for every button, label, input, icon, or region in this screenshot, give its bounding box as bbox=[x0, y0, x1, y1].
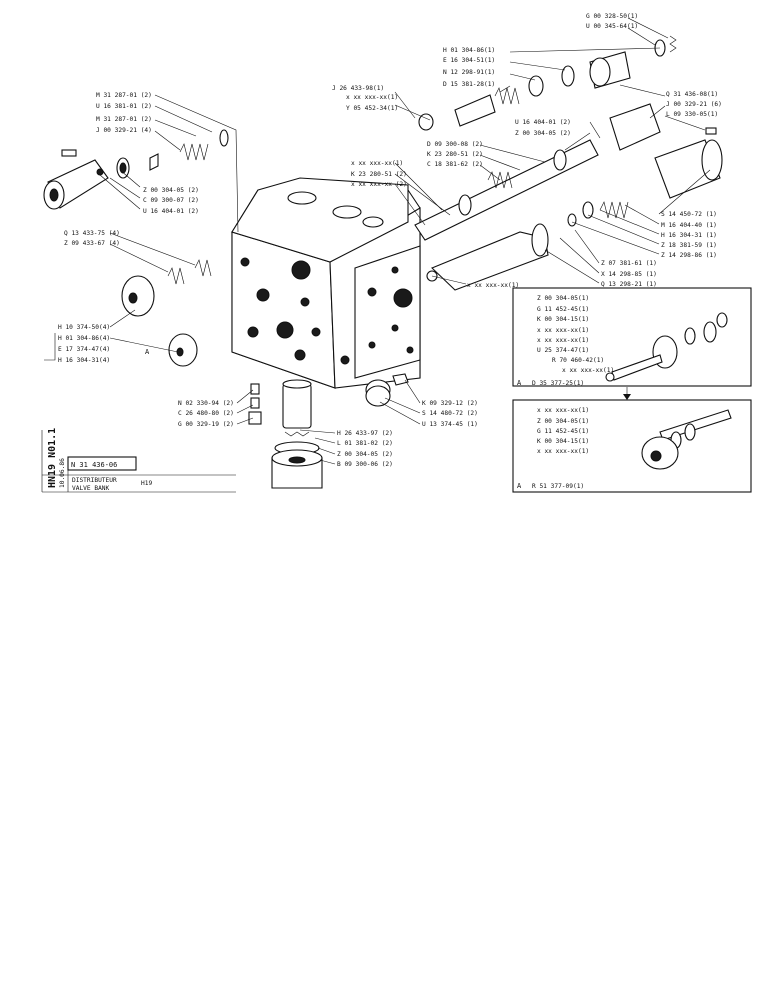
detail-top-labels: Z 00 304-05(1) G 11 452-45(1) K 00 304-1… bbox=[517, 295, 614, 387]
label-m16404-40: M 16 404-40 (1) bbox=[661, 222, 717, 229]
label-y05452-34: Y 05 452-34(1) bbox=[346, 105, 398, 112]
detail-box-bottom bbox=[512, 387, 752, 493]
valve-body bbox=[231, 177, 421, 389]
detail-bottom-item: Z 00 304-05(1) bbox=[537, 418, 589, 425]
label-z07381-61: Z 07 381-61 (1) bbox=[601, 260, 657, 267]
label-n02330-94: N 02 330-94 (2) bbox=[178, 400, 234, 407]
detail-bottom-item: K 00 304-15(1) bbox=[537, 438, 589, 445]
second-spool bbox=[426, 201, 629, 291]
label-m31287-01-b: M 31 287-01 (2) bbox=[96, 116, 152, 123]
label-j26433-98: J 26 433-98(1) bbox=[332, 85, 384, 92]
label-k23280-51-b: K 23 280-51 (2) bbox=[351, 171, 407, 178]
detail-box-top bbox=[512, 287, 752, 387]
label-q31436-08: Q 31 436-08(1) bbox=[666, 91, 718, 98]
detail-top-item: x xx xxx-xx(1) bbox=[537, 337, 589, 344]
part-labels: G 00 328-50(1) U 00 345-64(1) H 01 304-8… bbox=[58, 13, 722, 468]
label-d09300-08: D 09 300-08 (2) bbox=[427, 141, 483, 148]
detail-bottom-item: x xx xxx-xx(1) bbox=[537, 448, 589, 455]
label-z14298-86: Z 14 298-86 (1) bbox=[661, 252, 717, 259]
label-z09433-67: Z 09 433-67 (4) bbox=[64, 240, 120, 247]
label-s14480-72: S 14 480-72 (2) bbox=[422, 410, 478, 417]
title-texts: HN19 N01.1 10.06.86 N 31 436-06 DISTRIBU… bbox=[47, 428, 152, 492]
label-u16404-01-b: U 16 404-01 (2) bbox=[143, 208, 199, 215]
detail-top-marker: A bbox=[517, 379, 522, 387]
label-xx-4: x xx xxx-xx(1) bbox=[467, 282, 519, 289]
bottom-parts bbox=[248, 373, 409, 489]
reference-number: N 31 436-06 bbox=[71, 461, 117, 469]
title-block bbox=[41, 430, 236, 493]
label-d15381-28: D 15 381-28(1) bbox=[443, 81, 495, 88]
label-xx-2: x xx xxx-xx(1) bbox=[351, 160, 403, 167]
left-spring bbox=[179, 129, 229, 161]
title-english: VALVE BANK bbox=[72, 485, 110, 492]
detail-top-item: G 11 452-45(1) bbox=[537, 306, 589, 313]
label-n12298-91: N 12 298-91(1) bbox=[443, 69, 495, 76]
label-z00304-05-c: Z 00 304-05 (2) bbox=[337, 451, 393, 458]
label-u00345-64: U 00 345-64(1) bbox=[586, 23, 638, 30]
label-e16304-51: E 16 304-51(1) bbox=[443, 57, 495, 64]
detail-top-ref: D 35 377-25(1) bbox=[532, 380, 584, 387]
label-z18381-59: Z 18 381-59 (1) bbox=[661, 242, 717, 249]
leader-lines bbox=[44, 17, 711, 465]
sheet-date: 10.06.86 bbox=[59, 458, 66, 488]
label-a-marker: A bbox=[145, 348, 150, 356]
detail-bottom-ref: R 51 377-09(1) bbox=[532, 483, 584, 490]
label-h01304-86-4: H 01 304-86(4) bbox=[58, 335, 110, 342]
top-right-parts bbox=[418, 35, 677, 131]
label-c09300-07: C 09 300-07 (2) bbox=[143, 197, 199, 204]
label-k23280-51-a: K 23 280-51 (2) bbox=[427, 151, 483, 158]
detail-top-item: x xx xxx-xx(1) bbox=[537, 327, 589, 334]
detail-bottom-item: x xx xxx-xx(1) bbox=[537, 407, 589, 414]
label-u16381-01: U 16 381-01 (2) bbox=[96, 103, 152, 110]
model-code: H19 bbox=[141, 480, 152, 487]
label-c18381-62: C 18 381-62 (2) bbox=[427, 161, 483, 168]
label-u16404-01-a: U 16 404-01 (2) bbox=[515, 119, 571, 126]
label-xx-3: x xx xxx-xx (2) bbox=[351, 181, 407, 188]
detail-bottom-labels: x xx xxx-xx(1) Z 00 304-05(1) G 11 452-4… bbox=[517, 407, 589, 490]
label-h26433-97: H 26 433-97 (2) bbox=[337, 430, 393, 437]
label-g00328-50: G 00 328-50(1) bbox=[586, 13, 638, 20]
label-g00329-19: G 00 329-19 (2) bbox=[178, 421, 234, 428]
label-c26480-80: C 26 480-80 (2) bbox=[178, 410, 234, 417]
label-l09330-05: L 09 330-05(1) bbox=[666, 111, 718, 118]
sheet-code: HN19 N01.1 bbox=[47, 428, 58, 488]
detail-bottom-marker: A bbox=[517, 482, 522, 490]
label-xx-1: x xx xxx-xx(1) bbox=[346, 94, 398, 101]
label-k09329-12: K 09 329-12 (2) bbox=[422, 400, 478, 407]
title-french: DISTRIBUTEUR bbox=[72, 477, 117, 484]
label-z00304-05-a: Z 00 304-05 (2) bbox=[515, 130, 571, 137]
detail-bottom-item: G 11 452-45(1) bbox=[537, 428, 589, 435]
label-s14450-72: S 14 450-72 (1) bbox=[661, 211, 717, 218]
detail-top-item: K 00 304-15(1) bbox=[537, 316, 589, 323]
detail-top-item: x xx xxx-xx(1) bbox=[562, 367, 614, 374]
label-z00304-05-b: Z 00 304-05 (2) bbox=[143, 187, 199, 194]
main-spool bbox=[414, 139, 599, 241]
label-j00329-21-4: J 00 329-21 (4) bbox=[96, 127, 152, 134]
label-h01304-86: H 01 304-86(1) bbox=[443, 47, 495, 54]
label-h16304-31-4: H 16 304-31(4) bbox=[58, 357, 110, 364]
detail-top-item: U 25 374-47(1) bbox=[537, 347, 589, 354]
label-q13433-75: Q 13 433-75 (4) bbox=[64, 230, 120, 237]
label-m31287-01-a: M 31 287-01 (2) bbox=[96, 92, 152, 99]
detail-top-item: R 70 460-42(1) bbox=[552, 357, 604, 364]
right-cover bbox=[609, 103, 723, 199]
label-u13374-45: U 13 374-45 (1) bbox=[422, 421, 478, 428]
label-l01381-02: L 01 381-02 (2) bbox=[337, 440, 393, 447]
relief-valves-left bbox=[121, 259, 212, 367]
label-b09300-06: B 09 300-06 (2) bbox=[337, 461, 393, 468]
label-q13298-21: Q 13 298-21 (1) bbox=[601, 281, 657, 288]
label-j00329-21-6: J 00 329-21 (6) bbox=[666, 101, 722, 108]
label-h16304-31-a: H 16 304-31 (1) bbox=[661, 232, 717, 239]
label-e17374-47: E 17 374-47(4) bbox=[58, 346, 110, 353]
left-end-cap bbox=[43, 149, 159, 210]
detail-top-item: Z 00 304-05(1) bbox=[537, 295, 589, 302]
label-h10374-50: H 10 374-50(4) bbox=[58, 324, 110, 331]
label-x14298-85: X 14 298-85 (1) bbox=[601, 271, 657, 278]
